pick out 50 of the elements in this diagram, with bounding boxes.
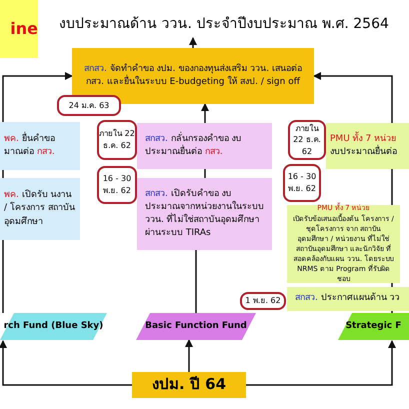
arrow <box>185 339 193 372</box>
box-text: งปม. ปี 64 <box>152 374 226 396</box>
fund-parallelogram <box>0 313 107 340</box>
box-text: Strategic F <box>346 320 402 333</box>
date-tag <box>283 164 321 202</box>
process-box <box>137 123 272 169</box>
date-text: 1 พ.ย. 62 <box>245 295 281 307</box>
box-text: งบประมาณด้าน ววน. ประจำปีงบประมาณ พ.ศ. 2564 <box>59 14 389 34</box>
box-text: สกสว. ประกาศแผนด้าน วว <box>295 292 401 306</box>
arrow <box>313 72 393 123</box>
box-text: PMU ทั้ง 7 หน่วย งบประมาณยื่นต่อ <box>330 132 398 159</box>
process-box <box>72 48 314 104</box>
box-text: สกสว. จัดทำคำขอ งปม. ของกองทุนส่งเสริม ววน. เสนอต่อ กสว. และยื่นในระบบ E-budgeting ให้ สงป. / sign off <box>83 62 303 89</box>
arrow <box>0 340 132 386</box>
date-text: ภายใน 22 ธ.ค. 62 <box>292 122 322 158</box>
arrow <box>246 340 396 386</box>
date-text: ภายใน 22 ธ.ค. 62 <box>99 128 135 152</box>
process-box <box>287 287 409 311</box>
arrow <box>189 37 197 48</box>
box-text: rch Fund (Blue Sky) <box>4 320 104 333</box>
budget-box <box>132 372 246 398</box>
sticky-note <box>0 0 38 58</box>
connector-line <box>2 170 4 178</box>
arrow <box>2 72 73 122</box>
box-text: พค. เปิดรับ นงาน / โครงการ สถาบันอุดมศึกษา <box>4 189 76 229</box>
process-box <box>0 122 80 170</box>
process-box <box>0 178 80 240</box>
date-tag <box>97 166 137 204</box>
box-text: สกสว. กลั่นกรองคำขอ งบประมาณยื่นต่อ กสว. <box>145 132 243 159</box>
date-tag <box>97 120 137 160</box>
fund-parallelogram <box>338 313 409 340</box>
date-tag <box>57 95 121 116</box>
connector-line <box>195 250 197 313</box>
arrow <box>201 103 209 123</box>
connector-line <box>391 283 393 287</box>
box-text: Basic Function Fund <box>145 320 247 333</box>
process-box <box>137 178 272 250</box>
box-text: สกสว. เปิดรับคำขอ งบประมาณจากหน่วยงานในระบบ ววน. ที่ไม่ใช่สถาบันอุดมศึกษา ผ่านระบบ TIRAs <box>145 188 264 240</box>
date-text: 24 ม.ค. 63 <box>68 100 110 112</box>
fund-parallelogram <box>136 313 256 340</box>
connector-line <box>2 240 4 313</box>
date-tag <box>240 292 286 310</box>
box-text: ine <box>10 18 38 40</box>
connector-line <box>204 169 206 178</box>
box-text: พค. ยื่นคำขอ มาณต่อ กสว. <box>4 132 56 159</box>
process-box <box>326 123 409 169</box>
connector-line <box>391 311 393 313</box>
date-text: 16 - 30 พ.ย. 62 <box>102 173 132 197</box>
date-text: 16 - 30 พ.ย. 62 <box>286 171 318 195</box>
connector-line <box>391 169 393 205</box>
